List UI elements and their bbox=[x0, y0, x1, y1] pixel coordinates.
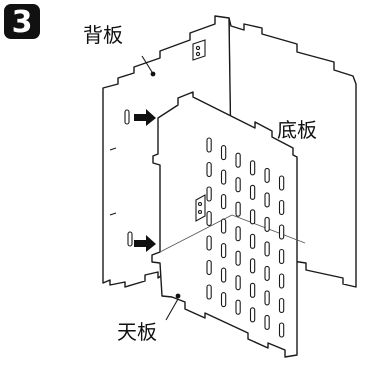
slot-hole bbox=[235, 152, 241, 168]
slot-hole bbox=[249, 184, 256, 200]
slot-hole bbox=[278, 175, 285, 191]
slot-hole bbox=[264, 314, 270, 330]
step-number: 3 bbox=[12, 5, 33, 40]
top-board-leader-dot bbox=[175, 293, 181, 299]
insert-arrow-lower bbox=[134, 235, 156, 252]
slot-hole bbox=[235, 275, 241, 291]
slot-hole bbox=[264, 192, 270, 208]
slot-hole bbox=[278, 322, 285, 338]
slot-hole bbox=[249, 282, 256, 298]
slot-hole bbox=[249, 233, 256, 249]
slot-hole bbox=[264, 265, 270, 281]
perforation-grid bbox=[206, 137, 285, 338]
slot-hole bbox=[220, 145, 227, 161]
slot-hole bbox=[249, 209, 256, 225]
slot-hole bbox=[220, 169, 227, 185]
slot-hole bbox=[235, 299, 241, 315]
slot-hole bbox=[278, 224, 285, 240]
slot-hole bbox=[206, 259, 212, 276]
slot-hole bbox=[220, 292, 227, 308]
slot-hole bbox=[264, 241, 270, 257]
bottom-board-label: 底板 bbox=[277, 118, 317, 142]
top-board-label: 天板 bbox=[117, 320, 157, 344]
top-board-panel bbox=[151, 91, 306, 358]
top-board-leader bbox=[165, 298, 179, 321]
slot-hole bbox=[206, 210, 212, 227]
slot-hole bbox=[235, 226, 241, 242]
step-badge-bg bbox=[4, 4, 40, 39]
slot-hole bbox=[220, 218, 227, 234]
slot-hole bbox=[220, 243, 227, 259]
slot-hole bbox=[278, 297, 285, 314]
slot-hole bbox=[235, 250, 241, 266]
slot-hole bbox=[278, 273, 285, 289]
slot-hole bbox=[206, 284, 212, 300]
slot-hole bbox=[235, 177, 241, 193]
slot-hole bbox=[206, 137, 212, 153]
slot-hole bbox=[206, 235, 212, 251]
slot-hole bbox=[264, 216, 270, 232]
arrow-right-icon bbox=[134, 109, 156, 126]
slot-hole bbox=[249, 307, 256, 323]
arrow-right-icon bbox=[134, 235, 156, 252]
slot-hole bbox=[264, 167, 270, 183]
slot-hole bbox=[220, 267, 227, 283]
slot-hole bbox=[278, 199, 285, 216]
slot-hole bbox=[249, 160, 256, 176]
slot-hole bbox=[278, 248, 285, 265]
back-board-leader-dot bbox=[150, 71, 156, 77]
back-board-leader bbox=[141, 55, 153, 73]
slot-hole bbox=[220, 194, 227, 210]
slot-hole bbox=[206, 186, 212, 202]
slot-hole bbox=[249, 258, 256, 274]
insert-arrow-upper bbox=[134, 109, 156, 126]
back-board-label: 背板 bbox=[83, 23, 123, 47]
step-badge: 3 bbox=[4, 4, 40, 40]
slot-hole bbox=[235, 201, 241, 217]
slot-hole bbox=[206, 161, 212, 178]
slot-hole bbox=[264, 290, 270, 306]
